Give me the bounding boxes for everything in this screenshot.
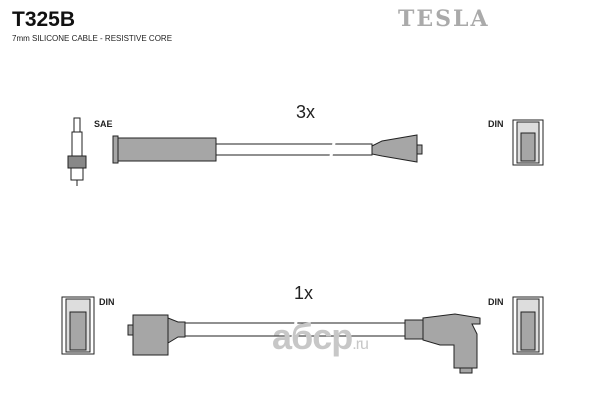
product-code: T325B [12,8,76,31]
watermark-suffix: .ru [352,336,369,353]
din-connector-icon [512,119,544,166]
din-connector-icon [512,296,544,355]
watermark: aбcp.ru [272,316,369,358]
top-right-connector-label: DIN [488,119,504,129]
top-cable [112,134,423,164]
watermark-main: aбcp [272,316,353,357]
spark-plug-icon [67,117,87,186]
bottom-right-connector-label: DIN [488,297,504,307]
bottom-cable [127,313,481,374]
brand-logo: TESLA [398,6,490,32]
bottom-left-connector-label: DIN [99,297,115,307]
product-description: 7mm SILICONE CABLE - RESISTIVE CORE [12,34,173,43]
top-quantity: 3x [296,102,316,122]
din-connector-icon [61,296,95,355]
bottom-quantity: 1x [294,283,314,303]
top-left-connector-label: SAE [94,119,113,129]
